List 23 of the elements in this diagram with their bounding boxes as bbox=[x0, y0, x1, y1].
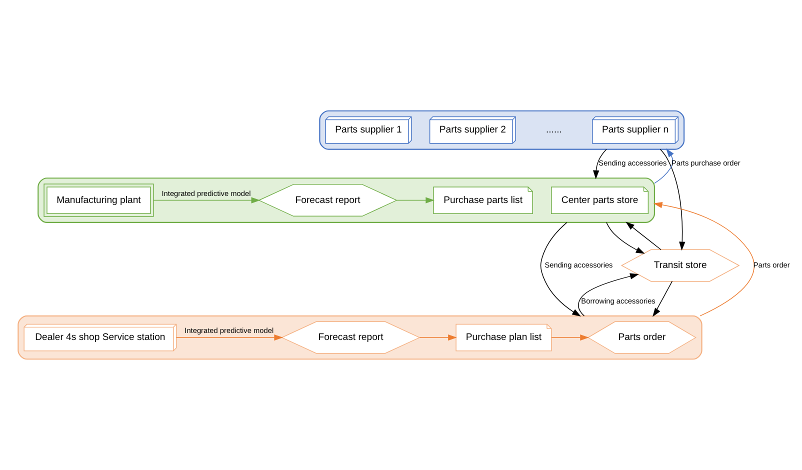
cluster bbox=[38, 178, 656, 224]
cluster bbox=[319, 110, 685, 150]
arrow bbox=[578, 273, 639, 316]
arrow bbox=[419, 334, 457, 341]
arrow bbox=[626, 222, 662, 250]
arrow bbox=[652, 280, 673, 317]
arrow bbox=[176, 334, 284, 341]
cluster bbox=[18, 315, 702, 360]
edge-label: Borrowing accessories bbox=[581, 296, 656, 306]
arrow bbox=[551, 334, 589, 341]
arrow bbox=[653, 202, 754, 316]
arrow bbox=[593, 148, 607, 180]
arrow bbox=[606, 222, 645, 254]
arrow bbox=[540, 222, 581, 316]
edge-label: Sending accessories bbox=[598, 158, 667, 168]
arrow bbox=[396, 197, 435, 204]
node-box: Manufacturing plant bbox=[44, 184, 154, 217]
label: ...... bbox=[546, 124, 562, 136]
arrow bbox=[660, 148, 686, 251]
arrow bbox=[153, 197, 260, 204]
edge-label: Integrated predictive model bbox=[184, 326, 274, 336]
edge-label: Sending accessories bbox=[544, 260, 613, 270]
edge-label: Integrated predictive model bbox=[162, 188, 251, 198]
